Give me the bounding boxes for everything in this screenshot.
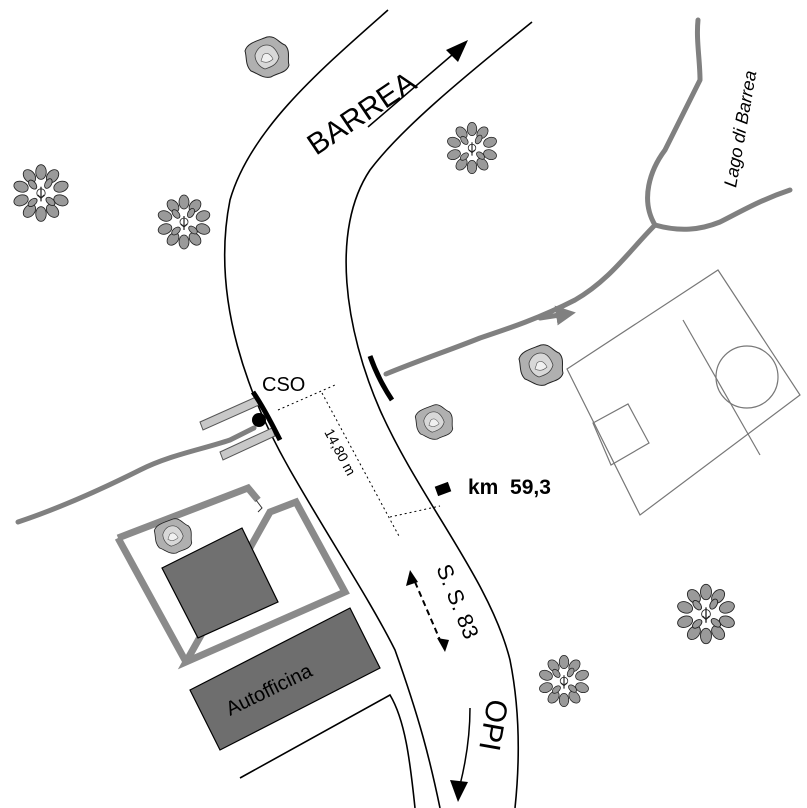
label-km: km 59,3 <box>468 476 551 499</box>
label-road-name: S. S. 83 <box>431 561 484 643</box>
tree-icon <box>537 654 591 708</box>
road-west-edge <box>223 9 441 808</box>
bush-icon <box>153 518 193 554</box>
cso-outfall <box>199 390 283 461</box>
tree-icon <box>156 194 212 250</box>
culvert-east <box>367 355 395 402</box>
bush-icon <box>518 344 564 386</box>
bush-icon <box>414 404 454 440</box>
tree-icon <box>445 121 499 175</box>
tree-icon <box>11 164 71 222</box>
autofficina-building <box>189 607 381 751</box>
label-lake: Lago di Barrea <box>720 69 760 189</box>
label-barrea: BARREA <box>301 65 422 161</box>
distance-measure <box>277 384 441 539</box>
bush-icon <box>244 36 290 78</box>
two-way-arrow-icon <box>406 570 449 652</box>
arrow-to-barrea-icon <box>367 40 468 128</box>
arrow-to-opi-icon <box>450 707 471 802</box>
side-street-north <box>239 693 416 808</box>
building-main <box>161 527 279 639</box>
tree-icon <box>675 583 737 645</box>
football-field <box>566 269 801 516</box>
road-east-edge <box>345 21 533 808</box>
river <box>15 17 793 525</box>
label-cso: CSO <box>262 374 305 396</box>
label-opi: OPI <box>472 697 513 754</box>
km-marker-post <box>434 481 452 497</box>
